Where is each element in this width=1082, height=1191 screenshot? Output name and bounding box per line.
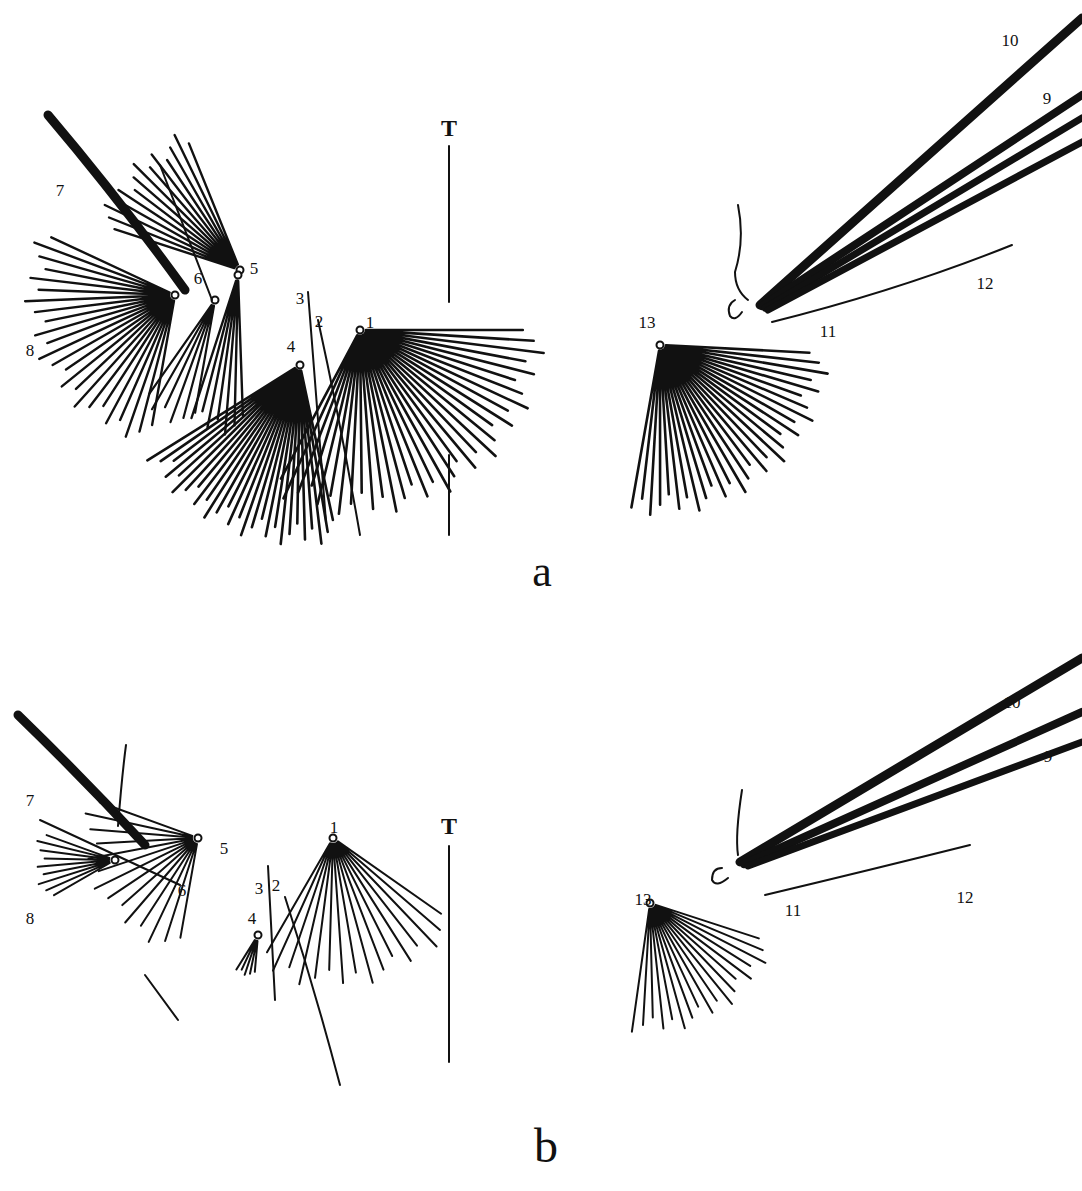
- bristle: [308, 292, 326, 522]
- socket: [255, 932, 262, 939]
- macrochaeta: [48, 115, 185, 290]
- bristle: [735, 205, 748, 300]
- callout-number: 10: [1002, 32, 1019, 49]
- bristle-fan: [631, 345, 827, 514]
- socket: [172, 292, 179, 299]
- bristle: [118, 745, 126, 826]
- socket: [235, 272, 242, 279]
- macrochaeta: [768, 142, 1082, 310]
- macrochaeta: [760, 18, 1082, 305]
- callout-number: 9: [1043, 90, 1052, 107]
- socket: [297, 362, 304, 369]
- bristle-fan: [147, 368, 333, 544]
- panel-letter: b: [534, 1122, 558, 1170]
- callout-number: 5: [220, 840, 229, 857]
- bristle: [318, 320, 360, 535]
- bristles: [18, 18, 1082, 1085]
- axis-line: [448, 146, 450, 302]
- callout-number: 6: [178, 882, 187, 899]
- callout-number: 13: [639, 314, 656, 331]
- callout-number: 11: [820, 323, 836, 340]
- bristle: [737, 790, 742, 855]
- callout-number: 10: [1004, 694, 1021, 711]
- socket: [112, 857, 119, 864]
- callout-number: 5: [250, 260, 259, 277]
- callout-number: 4: [248, 910, 257, 927]
- callout-number: 7: [26, 792, 35, 809]
- bristle-fan: [149, 305, 214, 422]
- bristle: [765, 845, 970, 895]
- callout-number: 8: [26, 910, 35, 927]
- bristle: [712, 868, 728, 884]
- bristle: [160, 165, 212, 300]
- bristle-fan: [632, 905, 766, 1032]
- panel-letter: a: [532, 550, 552, 594]
- bristle-fan: [25, 237, 174, 436]
- socket: [657, 342, 664, 349]
- bristle-fan: [105, 135, 238, 268]
- macrochaeta: [762, 95, 1082, 306]
- callout-number: 2: [315, 313, 324, 330]
- callout-number: 3: [255, 880, 264, 897]
- bristle: [40, 820, 180, 885]
- macrochaeta: [748, 742, 1082, 866]
- bristle: [145, 975, 178, 1020]
- axis-line: [448, 846, 450, 1062]
- callout-number: 2: [272, 877, 281, 894]
- axis-label: T: [441, 814, 457, 838]
- bristle: [285, 897, 340, 1085]
- macrochaeta: [744, 712, 1082, 864]
- callout-number: 8: [26, 342, 35, 359]
- bristle-fan: [267, 841, 441, 984]
- socket: [330, 835, 337, 842]
- socket: [357, 327, 364, 334]
- callout-number: 11: [785, 902, 801, 919]
- macrochaeta: [18, 715, 145, 845]
- macrochaeta: [765, 118, 1082, 308]
- bristle-fan: [236, 940, 257, 975]
- bristle: [772, 245, 1012, 322]
- callout-number: 1: [366, 314, 375, 331]
- callout-number: 7: [56, 182, 65, 199]
- axis-line: [448, 455, 450, 535]
- callout-number: 1: [330, 819, 339, 836]
- callout-number: 3: [296, 290, 305, 307]
- axis-label: T: [441, 116, 457, 140]
- callout-number: 9: [1044, 748, 1053, 765]
- callout-number: 4: [287, 338, 296, 355]
- bristle: [729, 300, 742, 318]
- callout-number: 12: [977, 275, 994, 292]
- callout-number: 6: [194, 270, 203, 287]
- socket: [195, 835, 202, 842]
- bristle-fan: [86, 802, 197, 942]
- callout-number: 12: [957, 889, 974, 906]
- callout-number: 13: [635, 891, 652, 908]
- bristle-fans: [25, 135, 828, 1032]
- bristle-fan: [37, 835, 110, 895]
